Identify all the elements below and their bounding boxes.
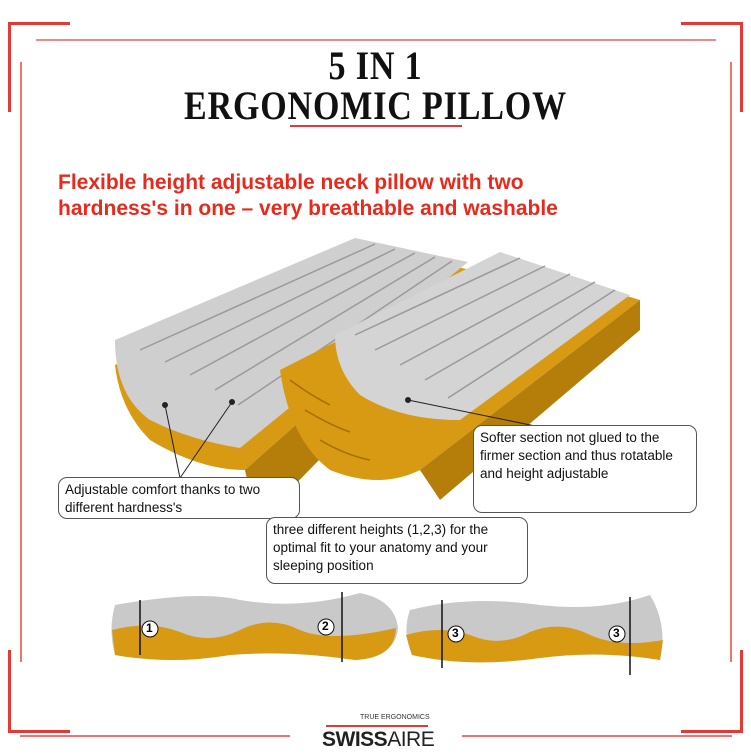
frame-corner <box>8 730 70 733</box>
frame-corner <box>740 22 743 112</box>
cross-section-right <box>406 595 663 675</box>
headline-line-1: Flexible height adjustable neck pillow w… <box>58 171 524 194</box>
logo-brand-bold: SWISS <box>322 728 388 751</box>
height-label-3: 3 <box>452 626 459 640</box>
title-line-2: ERGONOMIC PILLOW <box>184 83 567 128</box>
pillow-illustration <box>111 238 663 675</box>
title-line-1: 5 IN 1 <box>328 43 423 88</box>
swissaire-logo: TRUE ERGONOMICS SWISSAIRE <box>300 708 460 754</box>
logo-tagline: TRUE ERGONOMICS <box>360 714 430 721</box>
callout-three-heights: three different heights (1,2,3) for the … <box>266 517 528 584</box>
height-label-1: 1 <box>146 621 153 635</box>
frame-corner <box>8 650 11 732</box>
headline: Flexible height adjustable neck pillow w… <box>58 170 558 222</box>
frame-corner <box>681 22 743 25</box>
frame-line <box>730 62 732 662</box>
callout-adjustable-comfort: Adjustable comfort thanks to two differe… <box>58 477 300 519</box>
height-label-3b: 3 <box>613 626 620 640</box>
logo-bar <box>326 725 428 727</box>
title-underline <box>290 125 462 127</box>
cross-section-left <box>111 592 398 662</box>
logo-brand-light: AIRE <box>387 728 435 751</box>
height-label-2: 2 <box>322 619 329 633</box>
frame-corner <box>681 730 743 733</box>
frame-line <box>462 735 732 737</box>
logo-wordmark: SWISSAIRE <box>322 728 435 752</box>
frame-line <box>20 735 290 737</box>
frame-line <box>36 39 716 41</box>
right-pillow <box>280 252 640 500</box>
frame-corner <box>8 22 11 112</box>
frame-corner <box>740 650 743 732</box>
frame-line <box>20 62 22 662</box>
frame-corner <box>8 22 70 25</box>
headline-line-2: hardness's in one – very breathable and … <box>58 197 558 220</box>
callout-softer-section: Softer section not glued to the firmer s… <box>473 425 697 513</box>
